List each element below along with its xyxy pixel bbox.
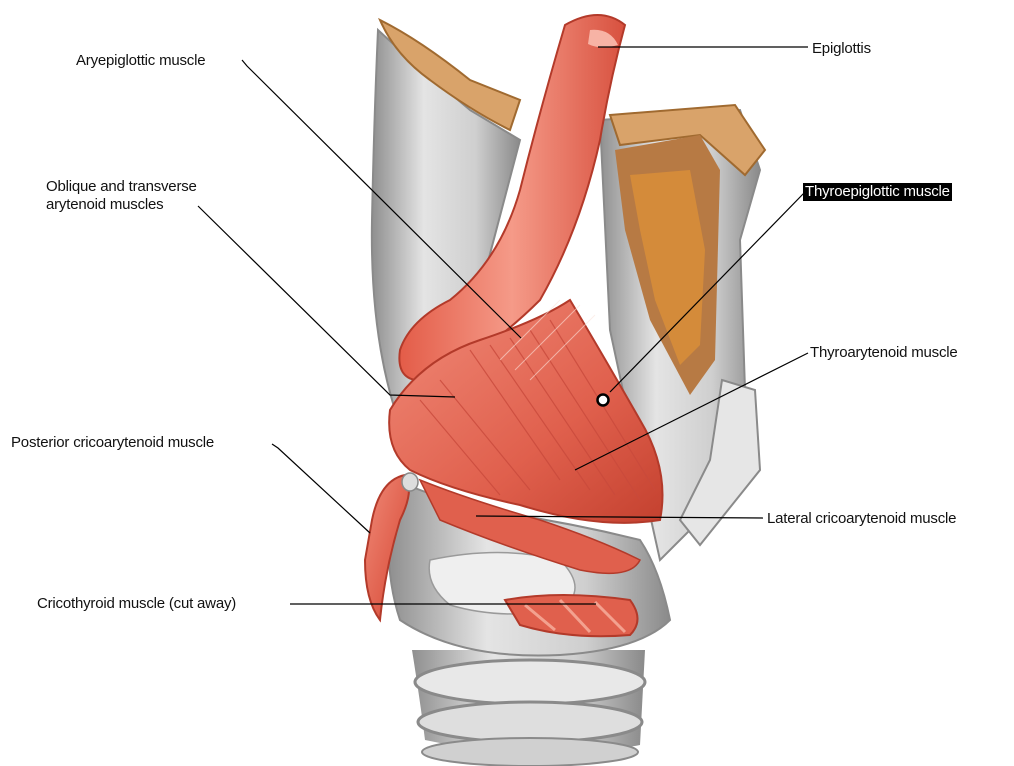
label-lateral-cricoarytenoid-muscle: Lateral cricoarytenoid muscle — [767, 510, 956, 528]
trachea — [412, 650, 645, 766]
label-aryepiglottic-muscle: Aryepiglottic muscle — [76, 52, 205, 70]
label-oblique-line1: Oblique and transverse — [46, 178, 197, 196]
label-oblique-line2: arytenoid muscles — [46, 196, 164, 214]
pointer-circle-marker — [598, 395, 609, 406]
label-thyroarytenoid-muscle: Thyroarytenoid muscle — [810, 344, 958, 362]
label-epiglottis: Epiglottis — [812, 40, 871, 58]
label-posterior-cricoarytenoid-muscle: Posterior cricoarytenoid muscle — [11, 434, 214, 452]
label-cricothyroid-muscle: Cricothyroid muscle (cut away) — [37, 595, 236, 613]
leader-posterior-crico — [272, 444, 370, 533]
label-thyroepiglottic-muscle: Thyroepiglottic muscle — [803, 183, 952, 201]
